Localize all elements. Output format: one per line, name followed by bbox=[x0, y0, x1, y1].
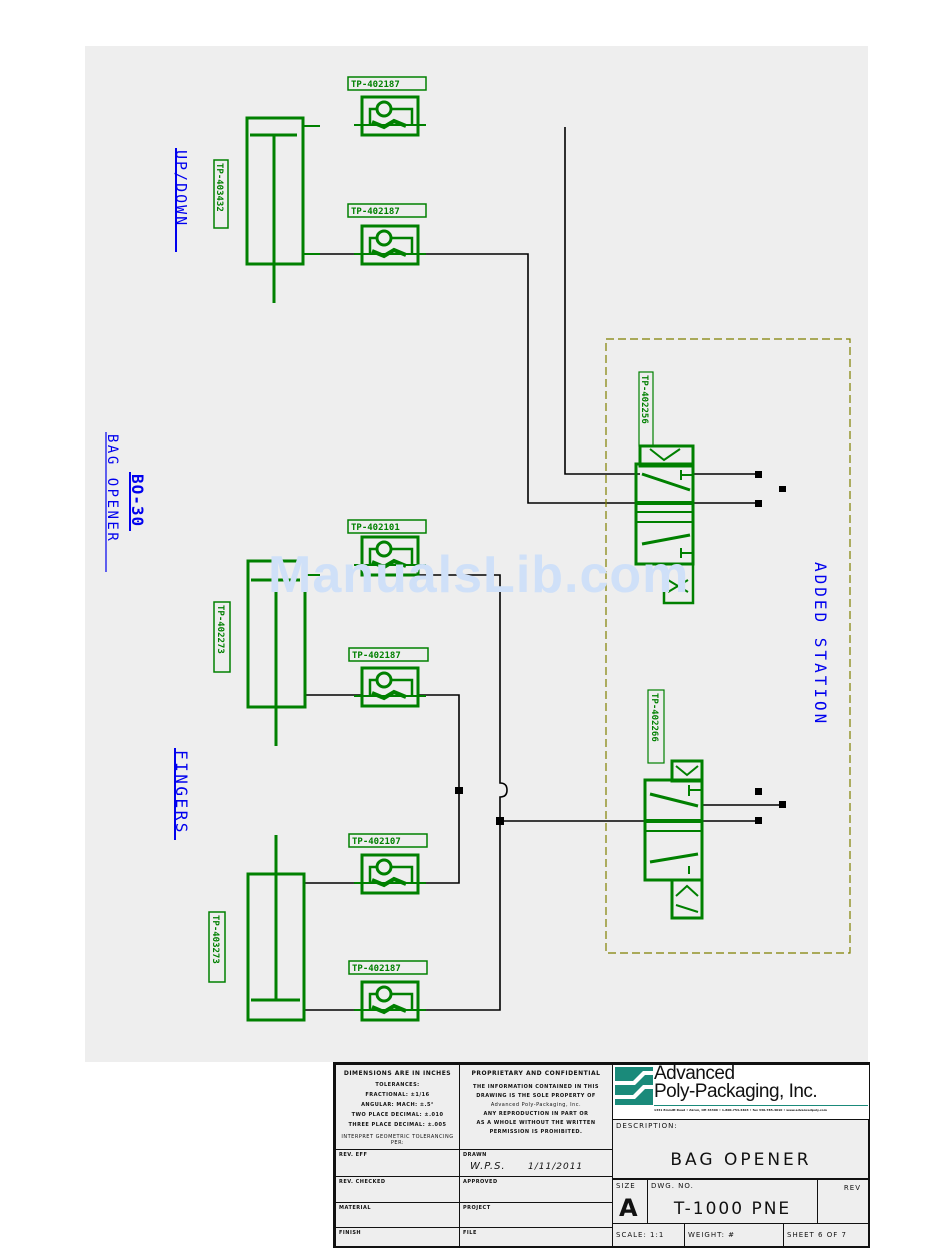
tolerance-line: FRACTIONAL: ±1/16 bbox=[365, 1092, 430, 1098]
rev-checked-cell: REV. CHECKED bbox=[335, 1176, 460, 1203]
company-name-line1: Advanced bbox=[654, 1063, 735, 1084]
valve-label-upper: TP-402256 bbox=[638, 371, 654, 447]
cylinder-fingers bbox=[246, 835, 306, 1022]
added-station-border bbox=[605, 338, 851, 954]
tolerances-cell: DIMENSIONS ARE IN INCHES TOLERANCES: FRA… bbox=[335, 1064, 460, 1150]
valve-upper bbox=[634, 444, 695, 605]
finish-cell: FINISH bbox=[335, 1227, 460, 1248]
svg-text:TP-402273: TP-402273 bbox=[215, 605, 225, 654]
flow-control-5: TP-402107 bbox=[348, 833, 428, 895]
title-block: DIMENSIONS ARE IN INCHES TOLERANCES: FRA… bbox=[333, 1062, 870, 1248]
cylinder-label-updown: TP-403432 bbox=[213, 159, 229, 229]
proprietary-line: Advanced Poly-Packaging, Inc. bbox=[490, 1102, 582, 1108]
approved-cell: APPROVED bbox=[459, 1176, 613, 1203]
svg-text:TP-402187: TP-402187 bbox=[351, 207, 400, 217]
cylinder-label-fingers: TP-403273 bbox=[208, 911, 226, 983]
flow-control-6: TP-402187 bbox=[348, 960, 428, 1022]
company-name-line2: Poly-Packaging, Inc. bbox=[654, 1081, 818, 1102]
tolerance-line: THREE PLACE DECIMAL: ±.005 bbox=[348, 1122, 447, 1128]
description-value: BAG OPENER bbox=[670, 1150, 812, 1170]
flow-control-3: TP-402101 bbox=[347, 519, 428, 577]
label-bag-opener: BAG OPENER bbox=[104, 434, 120, 543]
svg-text:TP-402266: TP-402266 bbox=[649, 693, 659, 742]
drawn-by: W.P.S. bbox=[470, 1161, 506, 1172]
size-cell: SIZE A bbox=[612, 1178, 648, 1224]
label-bo30: BO-30 bbox=[128, 474, 147, 527]
flow-control-2: TP-402187 bbox=[347, 203, 428, 266]
material-cell: MATERIAL bbox=[335, 1202, 460, 1228]
tolerance-line: TWO PLACE DECIMAL: ±.010 bbox=[351, 1112, 444, 1118]
drawn-cell: DRAWN W.P.S. 1/11/2011 bbox=[459, 1149, 613, 1177]
proprietary-cell: PROPRIETARY AND CONFIDENTIAL THE INFORMA… bbox=[459, 1064, 613, 1150]
logo-rule bbox=[654, 1105, 868, 1106]
proprietary-line: THE INFORMATION CONTAINED IN THIS bbox=[473, 1084, 599, 1090]
project-cell: PROJECT bbox=[459, 1202, 613, 1228]
cylinder-bag-opener bbox=[246, 559, 320, 746]
drawing-sheet bbox=[85, 46, 868, 1062]
scale-cell: SCALE: 1:1 bbox=[612, 1223, 685, 1248]
svg-text:TP-403432: TP-403432 bbox=[214, 163, 224, 212]
dwg-no-value: T-1000 PNE bbox=[673, 1199, 792, 1219]
drawn-date: 1/11/2011 bbox=[528, 1162, 584, 1172]
junction-dots bbox=[455, 471, 786, 825]
proprietary-line: AS A WHOLE WITHOUT THE WRITTEN bbox=[476, 1120, 596, 1126]
company-logo-icon bbox=[615, 1067, 653, 1105]
svg-text:TP-403273: TP-403273 bbox=[210, 915, 220, 964]
weight-cell: WEIGHT: # bbox=[684, 1223, 784, 1248]
svg-text:TP-402187: TP-402187 bbox=[351, 80, 400, 90]
svg-text:TP-402187: TP-402187 bbox=[352, 964, 401, 974]
rev-eff-cell: REV. EFF bbox=[335, 1149, 460, 1177]
description-cell: DESCRIPTION: BAG OPENER bbox=[612, 1119, 870, 1179]
size-value: A bbox=[619, 1194, 638, 1222]
proprietary-line: DRAWING IS THE SOLE PROPERTY OF bbox=[476, 1093, 596, 1099]
proprietary-line: ANY REPRODUCTION IN PART OR bbox=[483, 1111, 589, 1117]
valve-lower bbox=[643, 759, 704, 920]
label-added-station: ADDED STATION bbox=[811, 562, 830, 726]
interpret-note: INTERPRET GEOMETRIC TOLERANCING PER: bbox=[341, 1134, 454, 1146]
label-updown: UP/DOWN bbox=[172, 150, 190, 227]
air-lines bbox=[305, 127, 783, 1011]
proprietary-line: PERMISSION IS PROHIBITED. bbox=[489, 1129, 583, 1135]
svg-text:TP-402101: TP-402101 bbox=[351, 523, 400, 533]
company-logo-cell: Advanced Poly-Packaging, Inc. 1331 Emmit… bbox=[612, 1064, 870, 1120]
flow-control-4: TP-402187 bbox=[348, 647, 429, 708]
svg-text:TP-402187: TP-402187 bbox=[352, 651, 401, 661]
svg-text:TP-402107: TP-402107 bbox=[352, 837, 401, 847]
rev-cell: REV bbox=[817, 1178, 870, 1224]
flow-control-1: TP-402187 bbox=[347, 76, 428, 137]
cylinder-label-bag-opener: TP-402273 bbox=[213, 601, 231, 673]
tolerance-line: TOLERANCES: bbox=[375, 1082, 420, 1088]
proprietary-header: PROPRIETARY AND CONFIDENTIAL bbox=[471, 1070, 601, 1077]
file-cell: FILE bbox=[459, 1227, 613, 1248]
label-fingers: FINGERS bbox=[172, 750, 191, 835]
svg-text:TP-402256: TP-402256 bbox=[639, 375, 649, 424]
company-address: 1331 Emmitt Road • Akron, OH 44306 • 1-8… bbox=[654, 1108, 827, 1112]
sheet-cell: SHEET 6 OF 7 bbox=[783, 1223, 870, 1248]
cylinder-updown bbox=[245, 116, 320, 303]
dimensions-header: DIMENSIONS ARE IN INCHES bbox=[343, 1070, 452, 1077]
tolerance-line: ANGULAR: MACH: ±.5° bbox=[361, 1102, 434, 1108]
valve-label-lower: TP-402266 bbox=[647, 689, 665, 764]
dwg-no-cell: DWG. NO. T-1000 PNE bbox=[647, 1178, 818, 1224]
